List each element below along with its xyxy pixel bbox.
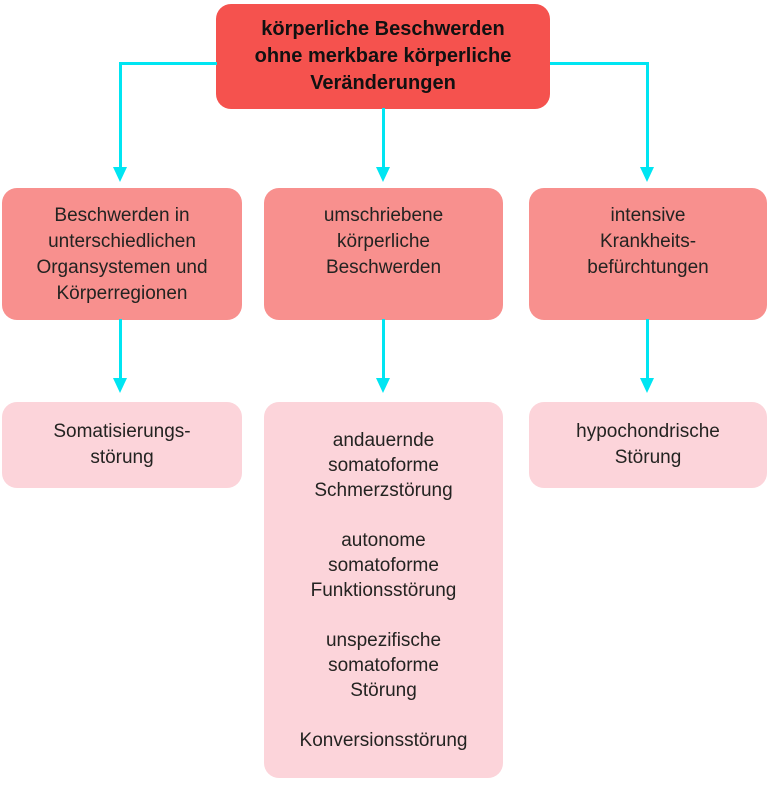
- node-root: körperliche Beschwerden ohne merkbare kö…: [216, 4, 550, 109]
- connector-root-to-branch3-vertical: [646, 62, 649, 167]
- arrow-down-icon: [640, 378, 654, 393]
- arrow-down-icon: [113, 167, 127, 182]
- node-branch-organ-systems-label: Beschwerden in unterschiedlichen Organsy…: [36, 205, 208, 304]
- node-leaf-somatoform-disorders-list-label: andauernde somatoforme Schmerzstörung au…: [299, 429, 468, 751]
- node-leaf-somatoform-disorders-list: andauernde somatoforme Schmerzstörung au…: [264, 402, 503, 778]
- connector-branch3-to-leaf3: [646, 319, 649, 379]
- connector-root-to-branch2-vertical: [382, 108, 385, 167]
- node-leaf-somatization-disorder-label: Somatisierungs- störung: [53, 421, 191, 468]
- arrow-down-icon: [113, 378, 127, 393]
- node-branch-circumscribed-complaints-label: umschriebene körperliche Beschwerden: [323, 205, 444, 278]
- node-leaf-hypochondriacal-disorder: hypochondrische Störung: [529, 402, 767, 488]
- arrow-down-icon: [376, 167, 390, 182]
- connector-branch2-to-leaf2: [382, 319, 385, 379]
- node-root-label: körperliche Beschwerden ohne merkbare kö…: [254, 18, 512, 94]
- connector-root-to-branch1-horizontal: [119, 62, 217, 65]
- node-branch-illness-fears-label: intensive Krankheits- befürchtungen: [587, 205, 709, 278]
- connector-root-to-branch1-vertical: [119, 62, 122, 167]
- arrow-down-icon: [640, 167, 654, 182]
- node-branch-organ-systems: Beschwerden in unterschiedlichen Organsy…: [2, 188, 242, 320]
- connector-root-to-branch3-horizontal: [550, 62, 648, 65]
- node-branch-circumscribed-complaints: umschriebene körperliche Beschwerden: [264, 188, 503, 320]
- node-branch-illness-fears: intensive Krankheits- befürchtungen: [529, 188, 767, 320]
- connector-branch1-to-leaf1: [119, 319, 122, 379]
- arrow-down-icon: [376, 378, 390, 393]
- node-leaf-somatization-disorder: Somatisierungs- störung: [2, 402, 242, 488]
- node-leaf-hypochondriacal-disorder-label: hypochondrische Störung: [576, 421, 720, 468]
